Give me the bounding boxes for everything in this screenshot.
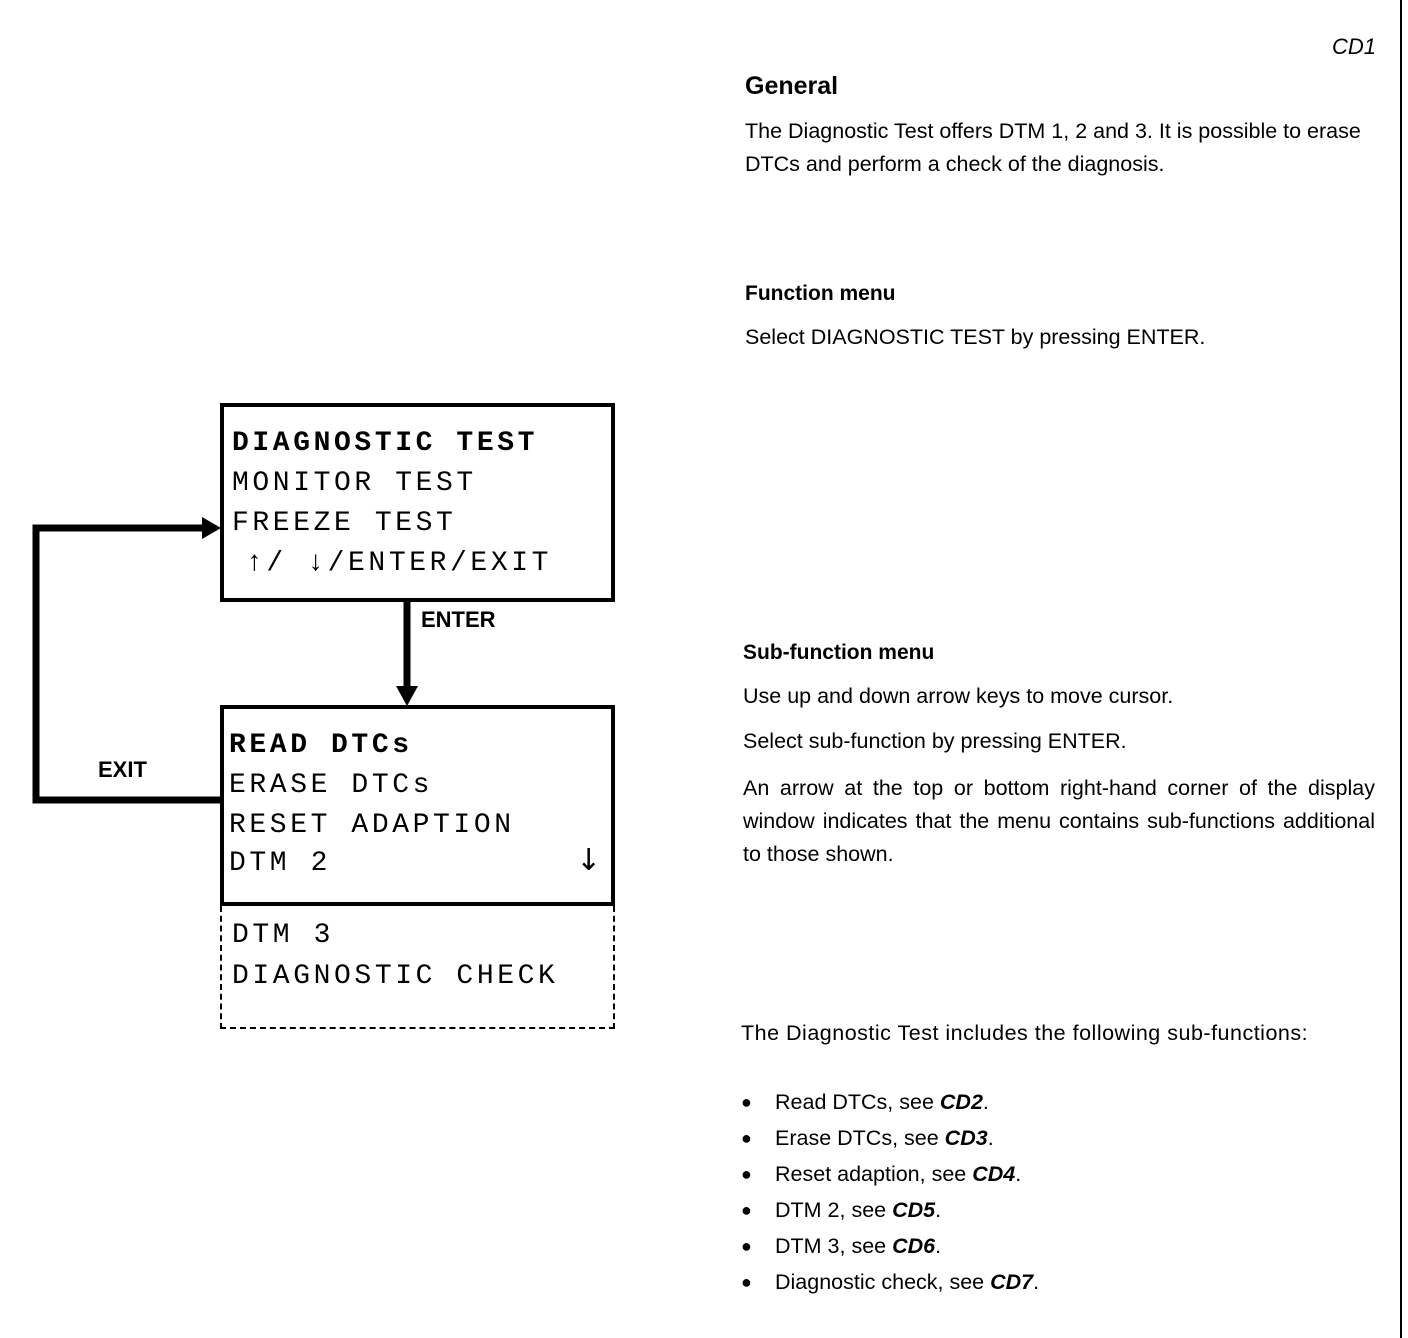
page-reference[interactable]: CD7 (990, 1270, 1034, 1294)
scroll-down-arrow-icon: ↓ (576, 843, 602, 878)
sub-function-list: ●Read DTCs, see CD2. ●Erase DTCs, see CD… (741, 1087, 1039, 1303)
function-menu-heading: Function menu (745, 282, 896, 305)
list-item: ●Erase DTCs, see CD3. (741, 1123, 1039, 1159)
page-reference[interactable]: CD6 (892, 1234, 936, 1258)
display-line[interactable]: DIAGNOSTIC CHECK (232, 961, 559, 992)
sub-function-line-3: An arrow at the top or bottom right-hand… (743, 776, 1375, 866)
bullet-icon: ● (741, 1092, 752, 1112)
list-item: ●Read DTCs, see CD2. (741, 1087, 1039, 1123)
display-line[interactable]: RESET ADAPTION (229, 810, 515, 841)
sub-function-menu-display: READ DTCs ERASE DTCs RESET ADAPTION DTM … (220, 705, 615, 906)
enter-flow-label: ENTER (421, 607, 496, 632)
bullet-icon: ● (741, 1200, 752, 1220)
function-menu-body: Select DIAGNOSTIC TEST by pressing ENTER… (745, 325, 1206, 349)
list-item: ●DTM 2, see CD5. (741, 1195, 1039, 1231)
display-line-selected[interactable]: DIAGNOSTIC TEST (232, 428, 539, 459)
display-key-hint: ↑/ ↓/ENTER/EXIT (246, 548, 553, 579)
includes-intro: The Diagnostic Test includes the followi… (741, 1021, 1309, 1045)
page-reference[interactable]: CD5 (892, 1198, 936, 1222)
sub-function-line-1: Use up and down arrow keys to move curso… (743, 684, 1174, 708)
display-line[interactable]: FREEZE TEST (232, 508, 457, 539)
sub-function-menu-heading: Sub-function menu (743, 641, 935, 664)
display-line[interactable]: DTM 3 (232, 920, 335, 951)
page-edge-rule (1400, 0, 1402, 1338)
page-id: CD1 (1331, 34, 1376, 59)
bullet-icon: ● (741, 1164, 752, 1184)
page-reference[interactable]: CD2 (939, 1090, 983, 1114)
page-reference[interactable]: CD4 (972, 1162, 1016, 1186)
list-item: ●DTM 3, see CD6. (741, 1231, 1039, 1267)
bullet-icon: ● (741, 1272, 752, 1292)
list-item: ●Diagnostic check, see CD7. (741, 1267, 1039, 1303)
exit-flow-label: EXIT (98, 757, 147, 782)
list-item: ●Reset adaption, see CD4. (741, 1159, 1039, 1195)
page-reference[interactable]: CD3 (944, 1126, 988, 1150)
display-line[interactable]: DTM 2 (229, 848, 332, 879)
display-line[interactable]: ERASE DTCs (229, 770, 434, 801)
general-heading: General (745, 72, 839, 100)
bullet-icon: ● (741, 1128, 752, 1148)
sub-function-line-2: Select sub-function by pressing ENTER. (743, 729, 1127, 753)
bullet-icon: ● (741, 1236, 752, 1256)
display-line-selected[interactable]: READ DTCs (229, 730, 413, 761)
additional-sub-functions-box: DTM 3 DIAGNOSTIC CHECK (220, 906, 615, 1029)
general-body: The Diagnostic Test offers DTM 1, 2 and … (745, 119, 1361, 176)
function-menu-display: DIAGNOSTIC TEST MONITOR TEST FREEZE TEST… (220, 403, 615, 602)
display-line[interactable]: MONITOR TEST (232, 468, 477, 499)
